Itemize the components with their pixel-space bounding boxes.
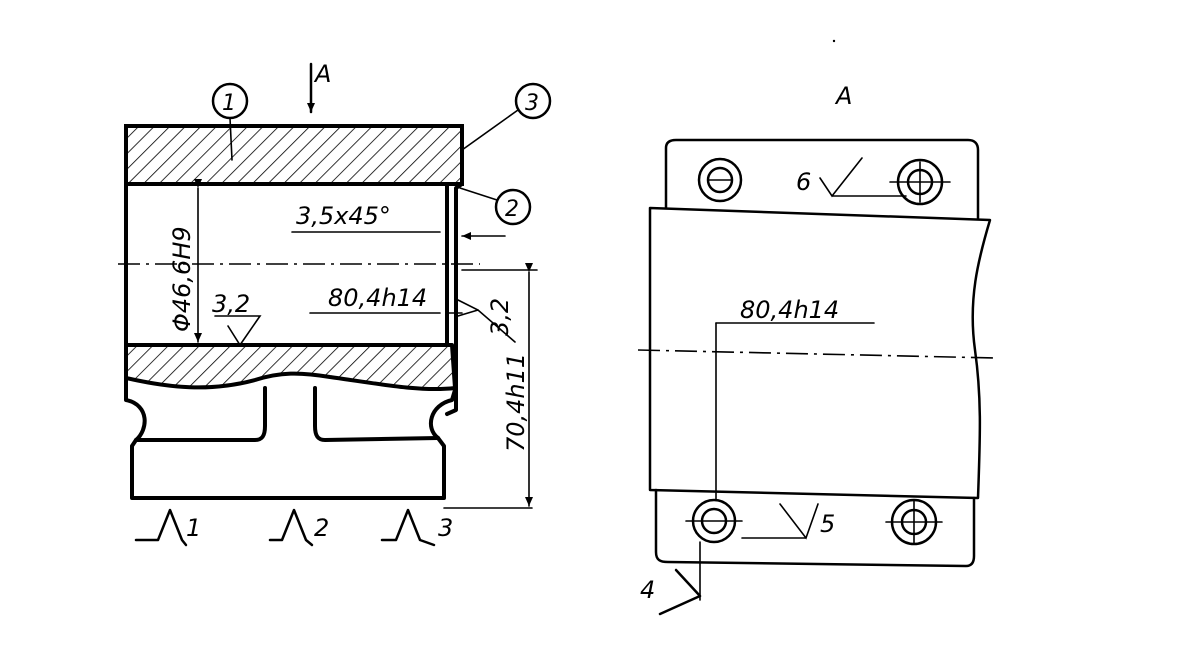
callout-2-label: 2 — [505, 197, 519, 222]
datum-mark-3: 3 — [380, 508, 453, 547]
bolt-top-right — [889, 158, 951, 206]
view-title: A — [834, 82, 852, 110]
bolt-bottom-right — [885, 498, 943, 546]
datum-4-label: 4 — [640, 576, 655, 604]
datum-mark-2: 2 — [268, 508, 329, 547]
roughness-top-label: 6 — [796, 168, 811, 196]
right-view-a: A 6 — [637, 82, 996, 616]
left-section-view: A 1 3 2 Φ46,6H9 3,5x45° 3,2 80,4h14 3,2 — [118, 60, 552, 547]
callout-1-leader — [229, 117, 233, 161]
chamfer-label: 3,5x45° — [296, 202, 391, 230]
callout-3-circle — [514, 82, 552, 120]
bolt-bottom-left — [685, 498, 743, 544]
top-wall-hatched — [124, 124, 464, 186]
width-dim-label: 80,4h14 — [328, 284, 427, 312]
section-arrow-label: A — [313, 60, 331, 88]
roughness-face-label: 3,2 — [486, 298, 514, 336]
datum-3-label: 3 — [438, 514, 453, 542]
datum-2-label: 2 — [314, 514, 329, 542]
callout-2-leader — [459, 187, 498, 201]
bore-diameter-label: Φ46,6H9 — [168, 226, 196, 332]
datum-4-symbol — [658, 568, 702, 616]
bottom-wall-hatched — [124, 343, 457, 392]
stray-dot — [832, 39, 836, 43]
callout-3-label: 3 — [525, 91, 539, 116]
callout-2-circle — [494, 188, 532, 226]
right-face-outline — [445, 124, 464, 416]
base-notch-outline — [134, 386, 440, 442]
top-flange-outline — [664, 138, 980, 220]
roughness-face-symbol — [457, 299, 516, 343]
datum-1-label: 1 — [186, 514, 201, 542]
bolt-top-left — [697, 157, 743, 203]
roughness-bore-label: 3,2 — [212, 290, 250, 318]
height-dim-label: 70,4h11 — [502, 353, 530, 452]
bottom-flange-outline — [654, 488, 976, 568]
datum-mark-1: 1 — [134, 508, 201, 547]
right-centerline — [637, 349, 996, 359]
roughness-bottom-symbol — [741, 503, 819, 540]
right-width-dim-label: 80,4h14 — [740, 296, 839, 324]
roughness-bottom-label: 5 — [820, 510, 835, 538]
callout-3-leader — [461, 109, 519, 151]
callout-1-label: 1 — [222, 91, 236, 116]
base-body-outline — [124, 376, 457, 500]
roughness-bore-symbol — [214, 315, 262, 347]
roughness-top-symbol — [819, 157, 907, 198]
main-body-outline — [648, 206, 992, 500]
